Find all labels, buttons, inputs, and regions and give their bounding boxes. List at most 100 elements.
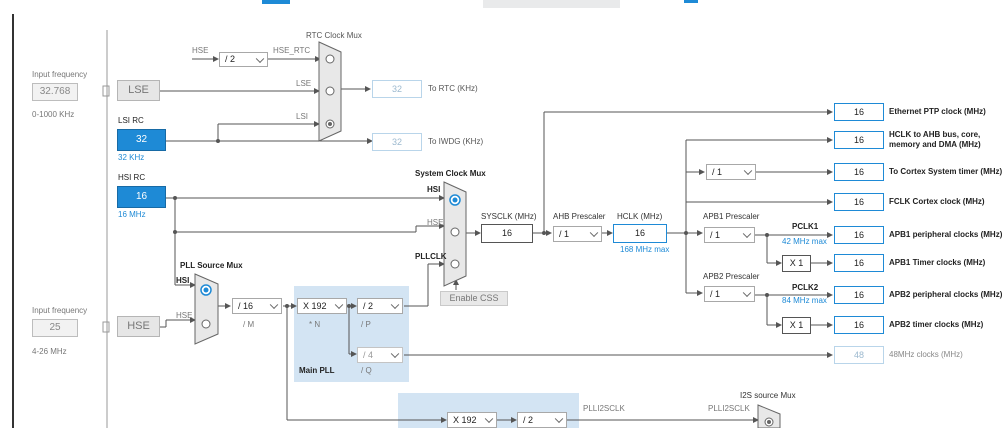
pll-p-divider-dropdown[interactable]: / 2 — [357, 298, 403, 314]
48mhz-clocks-label: 48MHz clocks (MHz) — [889, 350, 963, 359]
rtc-clock-mux-title: RTC Clock Mux — [306, 31, 362, 40]
i2s-source-mux — [757, 404, 781, 428]
apb1-peripheral-label: APB1 peripheral clocks (MHz) — [889, 230, 1002, 239]
rtc-mux-radio-hse[interactable] — [325, 54, 335, 64]
plli2s-n-dropdown[interactable]: X 192 — [447, 412, 497, 428]
ahb-prescaler-label: AHB Prescaler — [553, 212, 606, 221]
hsi-rc-block[interactable]: 16 — [117, 186, 166, 208]
apb1-prescaler-label: APB1 Prescaler — [703, 212, 760, 221]
pll-src-hsi-label: HSI — [176, 276, 190, 285]
chevron-down-icon — [554, 414, 564, 424]
ethernet-ptp-clock-value[interactable]: 16 — [834, 103, 884, 121]
chevron-down-icon — [334, 300, 344, 310]
chevron-down-icon — [589, 228, 599, 238]
hsi-rc-frequency: 16 MHz — [118, 210, 146, 219]
apb2-prescaler-value: / 1 — [710, 289, 721, 299]
sysclk-label: SYSCLK (MHz) — [481, 212, 537, 221]
sysclk-value[interactable]: 16 — [481, 224, 533, 243]
sys-mux-radio-pllclk[interactable] — [450, 259, 460, 269]
cortex-timer-divider-value: / 1 — [712, 167, 723, 177]
lsi-rc-frequency: 32 KHz — [118, 153, 145, 162]
hse-connector — [102, 321, 110, 333]
hse-input-frequency-field[interactable]: 25 — [32, 319, 78, 337]
chevron-down-icon — [742, 229, 752, 239]
plli2s-r-value: / 2 — [523, 415, 534, 425]
ahb-prescaler-dropdown[interactable]: / 1 — [553, 226, 602, 242]
apb2-timer-label: APB2 timer clocks (MHz) — [889, 320, 984, 329]
to-rtc-label: To RTC (KHz) — [428, 84, 478, 93]
apb1-prescaler-dropdown[interactable]: / 1 — [704, 227, 755, 243]
hclk-ahb-label-line2: memory and DMA (MHz) — [889, 140, 981, 149]
apb1-timer-multiplier[interactable]: X 1 — [782, 255, 811, 272]
top-tab-fragment — [262, 0, 290, 4]
rtc-hse-label: HSE — [192, 46, 209, 55]
apb1-max: 42 MHz max — [782, 237, 827, 246]
apb2-max: 84 MHz max — [782, 296, 827, 305]
pll-p-value: / 2 — [363, 301, 374, 311]
pll-n-value: X 192 — [303, 301, 327, 311]
pll-source-mux-title: PLL Source Mux — [180, 261, 243, 270]
plli2sclk-mux-label: PLLI2SCLK — [708, 404, 750, 413]
pll-m-label: / M — [243, 320, 255, 329]
top-tab-fragment-2 — [684, 0, 698, 3]
pll-m-value: / 16 — [238, 301, 254, 311]
apb1-peripheral-value[interactable]: 16 — [834, 226, 884, 244]
hclk-max: 168 MHz max — [620, 245, 670, 254]
lse-connector — [102, 85, 110, 97]
sys-mux-radio-hse[interactable] — [450, 227, 460, 237]
apb2-timer-multiplier[interactable]: X 1 — [782, 317, 811, 334]
apb2-timer-value[interactable]: 16 — [834, 316, 884, 334]
chevron-down-icon — [255, 54, 265, 63]
lse-source-block[interactable]: LSE — [117, 80, 160, 101]
i2s-source-mux-title: I2S source Mux — [740, 391, 796, 400]
rtc-mux-radio-lsi-dot — [328, 122, 332, 126]
plli2s-r-dropdown[interactable]: / 2 — [517, 412, 567, 428]
pclk1-label: PCLK1 — [792, 222, 819, 231]
pll-src-radio-hsi-dot — [203, 287, 209, 293]
rtc-output-value[interactable]: 32 — [372, 80, 422, 98]
lsi-rc-title: LSI RC — [118, 116, 144, 125]
hclk-label: HCLK (MHz) — [617, 212, 663, 221]
lse-input-frequency-field[interactable]: 32.768 — [32, 83, 78, 101]
apb2-prescaler-dropdown[interactable]: / 1 — [704, 286, 755, 302]
to-iwdg-label: To IWDG (KHz) — [428, 137, 484, 146]
ethernet-ptp-clock-label: Ethernet PTP clock (MHz) — [889, 107, 986, 116]
apb1-timer-value[interactable]: 16 — [834, 254, 884, 272]
rtc-hse-divider-dropdown[interactable]: / 2 — [219, 52, 268, 67]
sys-mux-pllclk-label: PLLCLK — [415, 252, 447, 261]
pll-q-divider-dropdown[interactable]: / 4 — [357, 347, 403, 363]
iwdg-output-value[interactable]: 32 — [372, 133, 422, 151]
lse-frequency-range: 0-1000 KHz — [32, 110, 75, 119]
pll-n-label: * N — [309, 320, 321, 329]
apb2-peripheral-value[interactable]: 16 — [834, 286, 884, 304]
rtc-mux-radio-lse[interactable] — [325, 86, 335, 96]
system-clock-mux-title: System Clock Mux — [415, 169, 486, 178]
enable-css-button[interactable]: Enable CSS — [440, 291, 508, 306]
cortex-timer-divider-dropdown[interactable]: / 1 — [706, 164, 756, 180]
lsi-rc-block[interactable]: 32 — [117, 129, 166, 151]
48mhz-clocks-value[interactable]: 48 — [834, 346, 884, 364]
sys-mux-hsi-label: HSI — [427, 185, 441, 194]
top-toolbar-fragment — [483, 0, 620, 8]
hclk-ahb-value[interactable]: 16 — [834, 131, 884, 149]
pclk2-label: PCLK2 — [792, 283, 819, 292]
chevron-down-icon — [743, 166, 753, 176]
pll-n-multiplier-dropdown[interactable]: X 192 — [297, 298, 347, 314]
hse-frequency-range: 4-26 MHz — [32, 347, 67, 356]
sys-mux-hse-label: HSE — [427, 218, 444, 227]
ahb-prescaler-value: / 1 — [559, 229, 570, 239]
apb2-peripheral-label: APB2 peripheral clocks (MHz) — [889, 290, 1002, 299]
fclk-cortex-value[interactable]: 16 — [834, 193, 884, 211]
apb1-timer-label: APB1 Timer clocks (MHz) — [889, 258, 986, 267]
chevron-down-icon — [390, 349, 400, 359]
cortex-system-timer-value[interactable]: 16 — [834, 163, 884, 181]
pll-src-radio-hse[interactable] — [201, 319, 211, 329]
hclk-value[interactable]: 16 — [613, 224, 667, 243]
pll-m-divider-dropdown[interactable]: / 16 — [232, 298, 282, 314]
rtc-hse-divider-value: / 2 — [225, 54, 236, 64]
main-pll-title: Main PLL — [299, 366, 335, 375]
chevron-down-icon — [484, 414, 494, 424]
hse-source-block[interactable]: HSE — [117, 316, 160, 337]
chevron-down-icon — [269, 300, 279, 310]
